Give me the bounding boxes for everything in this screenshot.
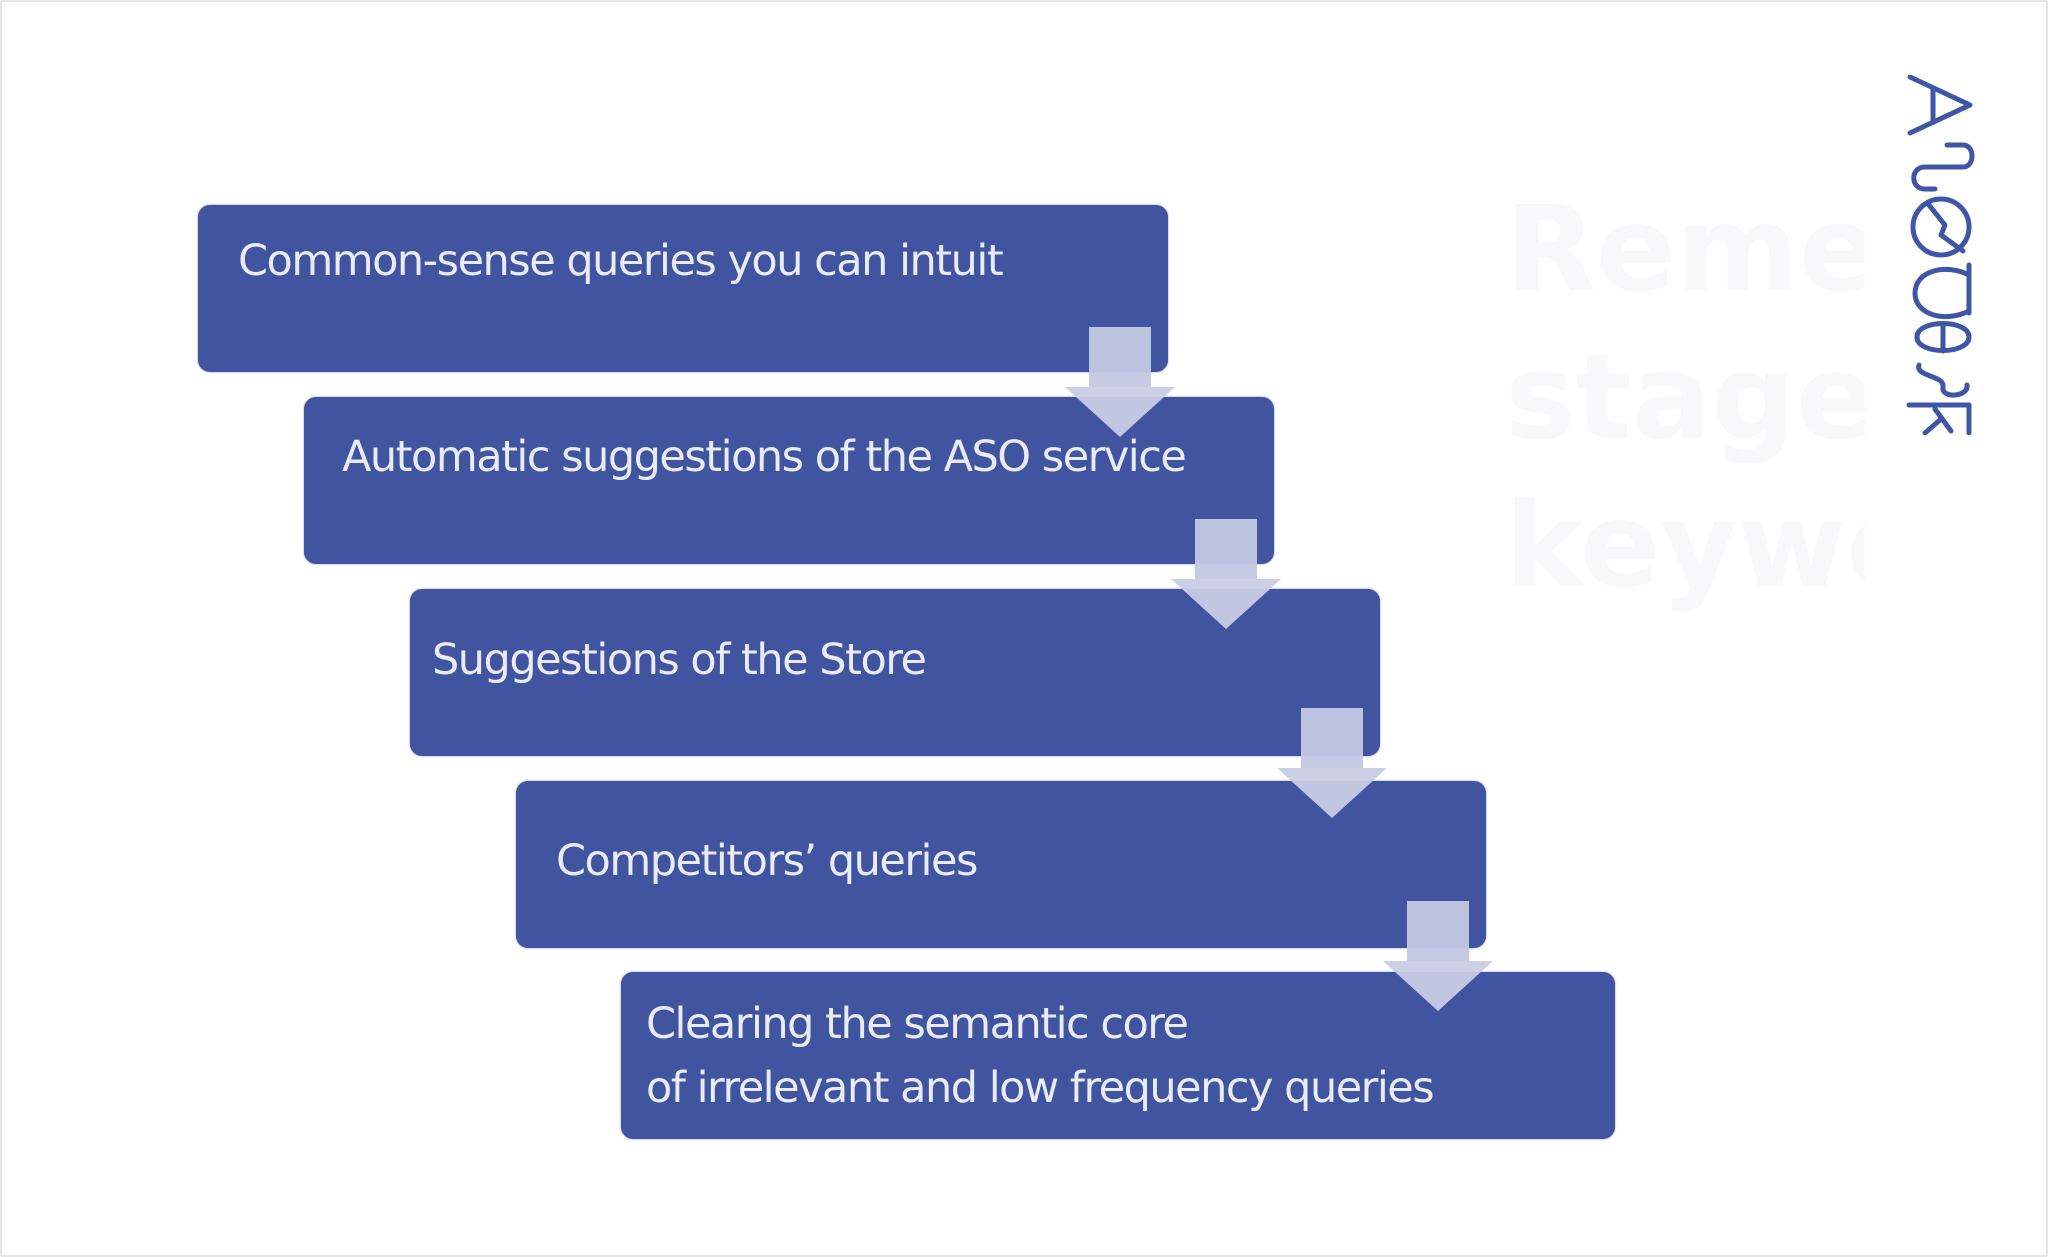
step-2-aso-suggestions: Automatic suggestions of the ASO service xyxy=(304,397,1274,564)
step-5-label-line-1: Clearing the semantic core xyxy=(646,999,1189,1049)
step-5-label-line-2: of irrelevant and low frequency queries xyxy=(646,1063,1435,1113)
step-1-label: Common-sense queries you can intuit xyxy=(238,236,1004,286)
step-4-label: Competitors’ queries xyxy=(556,836,978,886)
asodesk-logo xyxy=(1906,75,1975,435)
step-3-store-suggestions: Suggestions of the Store xyxy=(410,589,1380,756)
step-2-label: Automatic suggestions of the ASO service xyxy=(342,432,1187,482)
arrow-down-icon xyxy=(1383,901,1493,1011)
faded-title: Remem stage o keywor xyxy=(1505,180,1865,614)
arrow-down-icon xyxy=(1065,327,1175,437)
step-3-label: Suggestions of the Store xyxy=(432,635,927,685)
arrow-down-icon xyxy=(1277,708,1387,818)
step-1-common-sense: Common-sense queries you can intuit xyxy=(198,205,1168,372)
arrow-down-icon xyxy=(1171,519,1281,629)
